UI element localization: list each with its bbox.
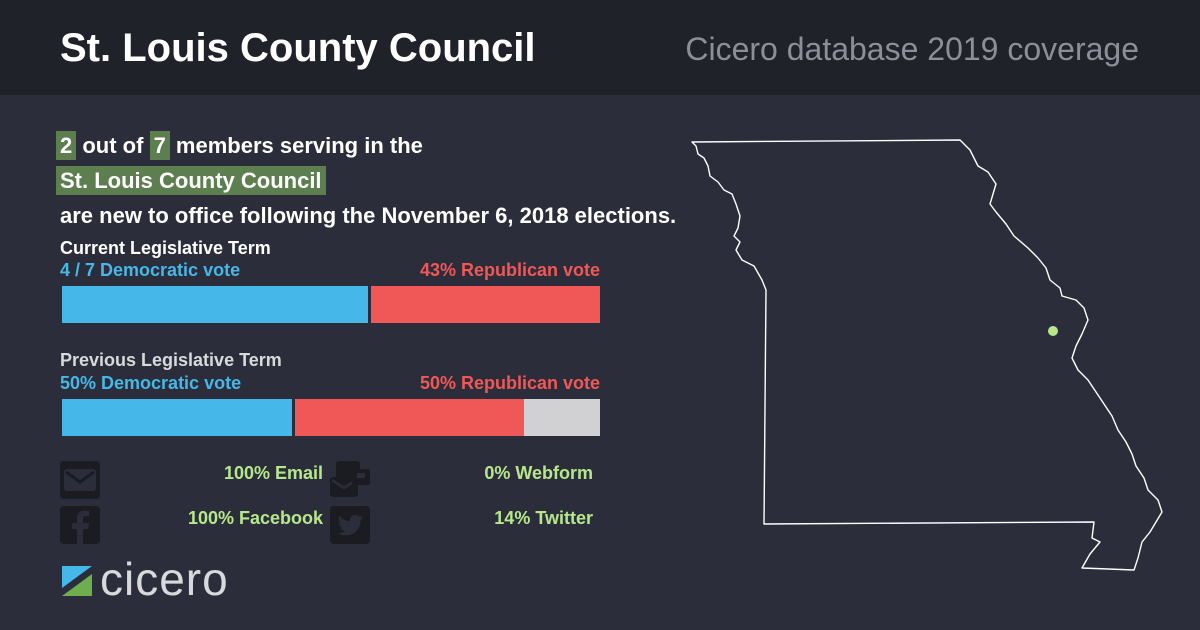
previous-term-label: Previous Legislative Term bbox=[60, 350, 282, 370]
new-member-count: 2 bbox=[56, 131, 77, 160]
page-subtitle: Cicero database 2019 coverage bbox=[685, 31, 1139, 67]
summary-line-1: 2 out of 7 members serving in the bbox=[56, 128, 776, 163]
page-title: St. Louis County Council bbox=[60, 26, 536, 70]
location-marker bbox=[1048, 326, 1058, 336]
current-rep-segment bbox=[368, 286, 600, 323]
total-member-count: 7 bbox=[149, 131, 170, 160]
previous-dem-segment bbox=[60, 399, 293, 436]
facebook-stat: 100% Facebook bbox=[187, 508, 323, 528]
missouri-outline bbox=[691, 139, 1163, 571]
previous-dem-label: 50% Democratic vote bbox=[60, 373, 242, 393]
webform-stat: 0% Webform bbox=[484, 463, 593, 483]
cicero-logo-text: cicero bbox=[100, 553, 229, 605]
summary-line-2: St. Louis County Council bbox=[56, 163, 776, 198]
facebook-icon bbox=[60, 506, 100, 544]
email-stat: 100% Email bbox=[223, 463, 323, 483]
email-icon bbox=[60, 461, 100, 499]
cicero-logo-icon bbox=[62, 566, 92, 596]
current-rep-label: 43% Republican vote bbox=[419, 260, 600, 280]
summary-line-3: are new to office following the November… bbox=[60, 203, 677, 228]
current-dem-label: 4 / 7 Democratic vote bbox=[60, 260, 241, 280]
summary-text: 2 out of 7 members serving in the St. Lo… bbox=[56, 128, 776, 233]
missouri-map bbox=[691, 139, 1163, 571]
current-term-bar bbox=[60, 286, 600, 323]
previous-rep-segment bbox=[292, 399, 525, 436]
legislative-body-name: St. Louis County Council bbox=[56, 166, 326, 195]
webform-icon bbox=[330, 461, 370, 499]
out-of-text: out of bbox=[76, 133, 150, 158]
previous-term-bar bbox=[60, 399, 600, 436]
current-term-label: Current Legislative Term bbox=[60, 238, 271, 258]
header-bar: St. Louis County Council Cicero database… bbox=[0, 0, 1200, 95]
twitter-stat: 14% Twitter bbox=[494, 508, 593, 528]
previous-rep-label: 50% Republican vote bbox=[419, 373, 600, 393]
twitter-icon bbox=[330, 506, 370, 544]
current-dem-segment bbox=[60, 286, 369, 323]
summary-line-1-tail: members serving in the bbox=[169, 133, 423, 158]
